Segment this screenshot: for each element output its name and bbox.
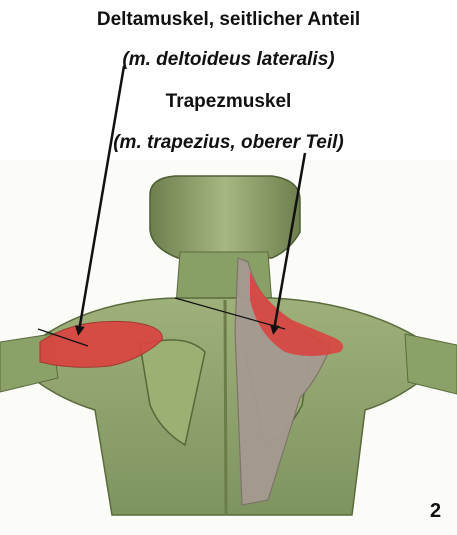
head bbox=[150, 176, 300, 258]
figure-number: 2 bbox=[430, 500, 441, 523]
spine bbox=[225, 300, 226, 515]
